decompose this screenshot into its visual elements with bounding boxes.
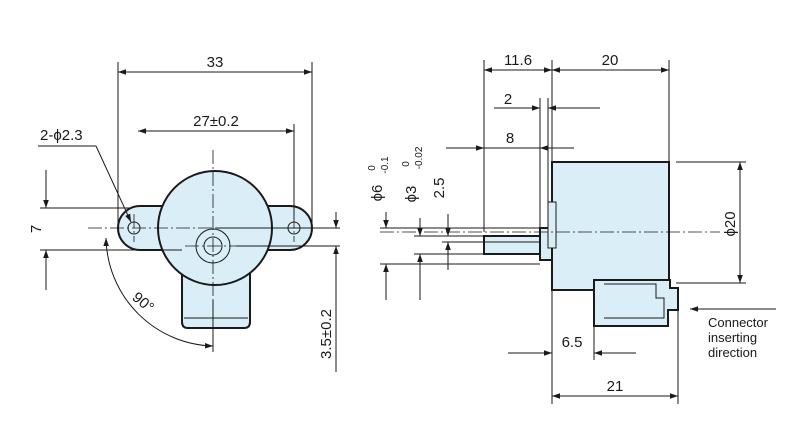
dim-connector-offset: 6.5: [562, 334, 583, 351]
leader-mount-holes: [95, 145, 132, 223]
dim-shaft-dia-tol-upper: 0: [367, 165, 378, 171]
side-body: [551, 161, 670, 291]
dim-body-depth: 20: [602, 52, 619, 69]
side-connector-inner: [604, 283, 665, 319]
note-connector-line1: Connector: [708, 315, 769, 330]
dim-body-dia: ϕ20: [722, 211, 739, 236]
note-connector-line3: direction: [708, 345, 757, 360]
dim-step: 2: [504, 91, 512, 108]
dim-boss: 8: [506, 130, 514, 147]
dim-pin-dia-tol-lower: -0.02: [414, 146, 425, 169]
dim-overall: 21: [607, 378, 624, 395]
front-view: 33 27±0.2 2-ϕ2.3 7 90° 3.5±0.2: [28, 54, 340, 372]
dim-flat: 2.5: [431, 178, 448, 199]
dim-width-total: 33: [207, 54, 224, 71]
note-connector-line2: inserting: [708, 330, 757, 345]
dim-pin-dia-tol-upper: 0: [401, 161, 412, 167]
dim-height-offset: 7: [28, 225, 45, 233]
dim-mount-holes: 2-ϕ2.3: [40, 127, 83, 144]
dim-connector: 3.5±0.2: [318, 309, 335, 359]
dim-angle-arc: [103, 237, 214, 349]
side-connector: [593, 279, 679, 327]
dim-shaft-dia: ϕ6: [369, 185, 386, 202]
dim-pin-dia: ϕ3: [403, 186, 420, 203]
side-flange-plate: [547, 201, 557, 249]
side-shaft: [483, 235, 541, 255]
dim-shaft-dia-tol-lower: -0.1: [380, 156, 391, 174]
dim-shaft-len: 11.6: [504, 52, 532, 69]
dim-angle: 90°: [129, 289, 157, 317]
side-view: 11.6 20 2 8 ϕ6 0 -0.1 ϕ3 0 -0.02: [367, 52, 776, 404]
dim-hole-pitch: 27±0.2: [193, 113, 239, 130]
